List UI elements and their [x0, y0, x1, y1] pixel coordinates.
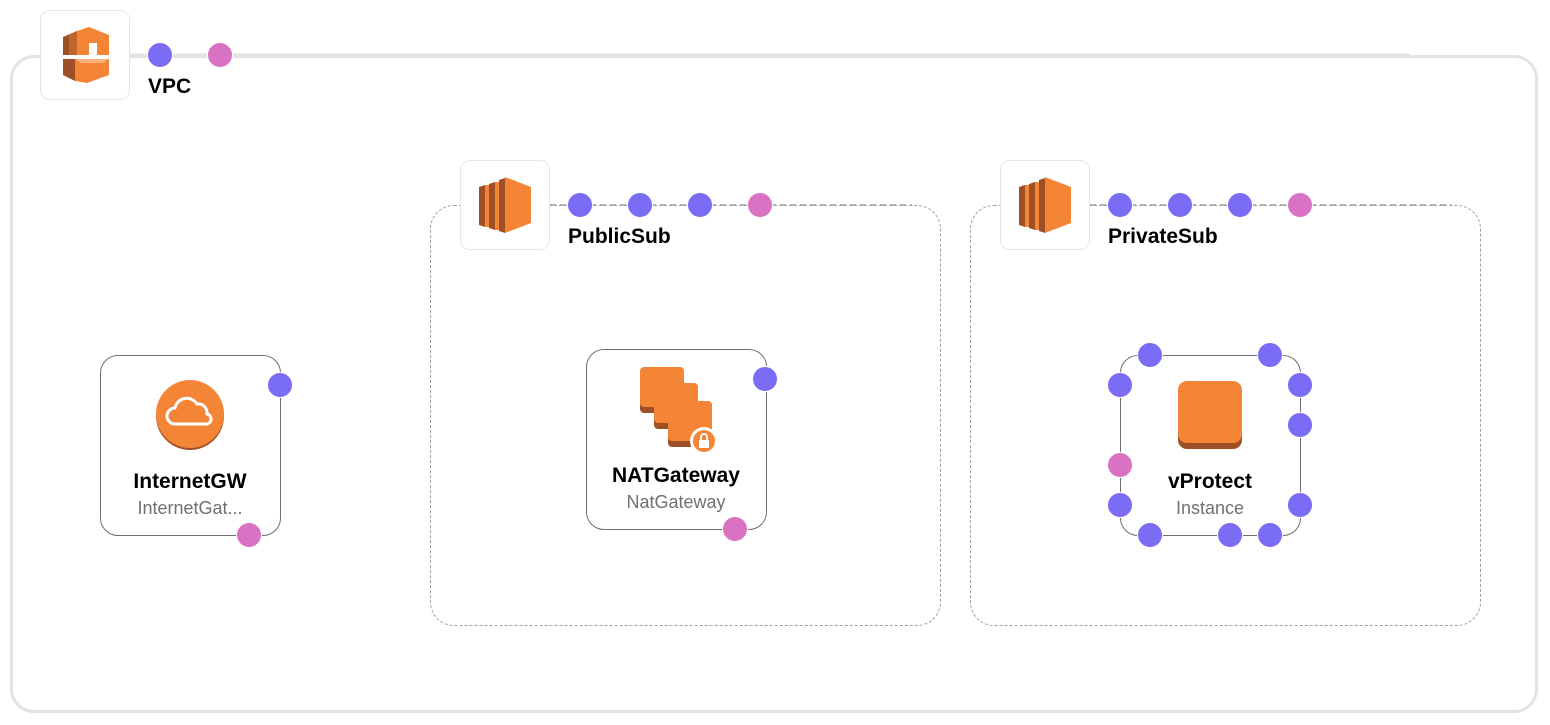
public-subnet-icon-tile[interactable] [460, 160, 550, 250]
vprotect-title: vProtect [1167, 470, 1253, 493]
vprotect-input-port-left-2[interactable] [1107, 492, 1133, 518]
ec2-instance-icon [1178, 381, 1242, 449]
private-subnet-label: PrivateSub [1108, 225, 1218, 248]
public-subnet-output-port[interactable] [747, 192, 773, 218]
subnet-icon [1019, 177, 1071, 233]
vprotect-input-port-top-2[interactable] [1257, 342, 1283, 368]
public-subnet-input-port-1[interactable] [567, 192, 593, 218]
public-subnet-label: PublicSub [568, 225, 671, 248]
nat-gateway-icon [638, 365, 718, 455]
internetgw-output-port[interactable] [236, 522, 262, 548]
vprotect-input-port-top-1[interactable] [1137, 342, 1163, 368]
internetgw-title: InternetGW [133, 470, 247, 493]
public-subnet-input-port-3[interactable] [687, 192, 713, 218]
vpc-input-port[interactable] [147, 42, 173, 68]
internet-gateway-cloud-icon [155, 380, 225, 450]
vprotect-output-port[interactable] [1107, 452, 1133, 478]
natgateway-title: NATGateway [612, 464, 740, 487]
natgateway-input-port[interactable] [752, 366, 778, 392]
vprotect-input-port-right-1[interactable] [1287, 372, 1313, 398]
natgateway-output-port[interactable] [722, 516, 748, 542]
public-subnet-input-port-2[interactable] [627, 192, 653, 218]
vprotect-input-port-bottom-2[interactable] [1217, 522, 1243, 548]
private-subnet-output-port[interactable] [1287, 192, 1313, 218]
vpc-icon-tile[interactable] [40, 10, 130, 100]
public-subnet-container[interactable] [430, 205, 941, 626]
private-subnet-icon-tile[interactable] [1000, 160, 1090, 250]
internetgw-input-port[interactable] [267, 372, 293, 398]
vprotect-input-port-right-2[interactable] [1287, 412, 1313, 438]
private-subnet-input-port-2[interactable] [1167, 192, 1193, 218]
subnet-icon [479, 177, 531, 233]
internetgw-subtitle: InternetGat... [137, 498, 243, 518]
vprotect-input-port-bottom-3[interactable] [1257, 522, 1283, 548]
private-subnet-container[interactable] [970, 205, 1481, 626]
vprotect-subtitle: Instance [1175, 498, 1245, 518]
private-subnet-input-port-3[interactable] [1227, 192, 1253, 218]
vpc-label: VPC [148, 75, 192, 98]
natgateway-subtitle: NatGateway [626, 492, 726, 512]
vpc-output-port[interactable] [207, 42, 233, 68]
vpc-container[interactable] [10, 55, 1538, 713]
vprotect-input-port-right-3[interactable] [1287, 492, 1313, 518]
vprotect-input-port-bottom-1[interactable] [1137, 522, 1163, 548]
vpc-icon [63, 27, 109, 83]
vprotect-input-port-left-1[interactable] [1107, 372, 1133, 398]
private-subnet-input-port-1[interactable] [1107, 192, 1133, 218]
